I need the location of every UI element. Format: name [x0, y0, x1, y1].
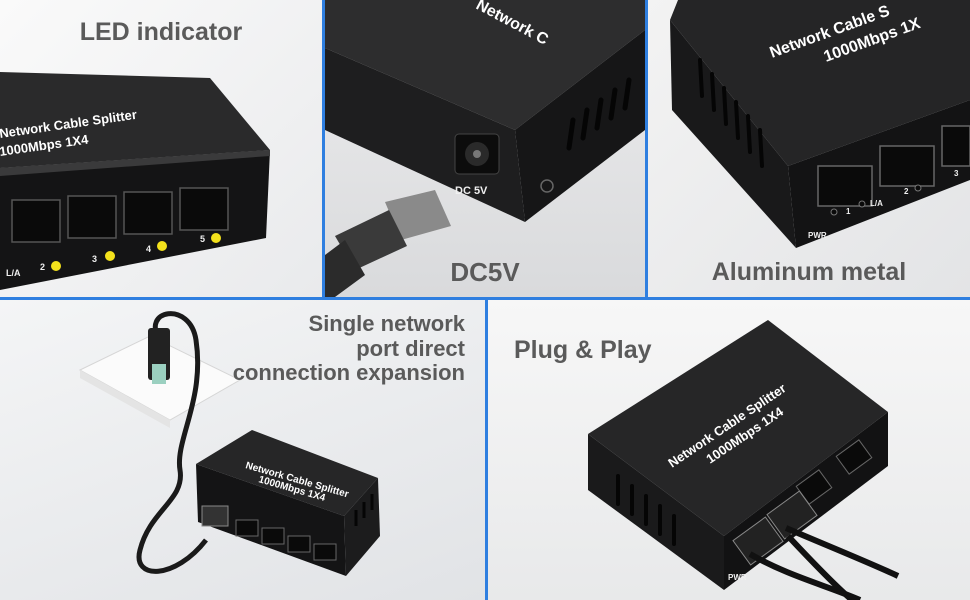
- port-label-la: L/A: [870, 199, 883, 208]
- panel-single-port-expansion: Network Cable Splitter 1000Mbps 1X4 Sing…: [0, 300, 485, 600]
- port-label-1: 1: [846, 207, 851, 216]
- switch-plugged-photo: Network Cable Splitter 1000Mbps 1X4 PWR: [588, 320, 900, 600]
- port-label-2: 2: [40, 262, 45, 272]
- screw-icon: [540, 179, 554, 193]
- led-light: [157, 241, 167, 251]
- caption-line: connection expansion: [232, 360, 465, 386]
- switch-angle-photo: Network Cable S 1000Mbps 1X PWR 1 L/A: [670, 0, 970, 248]
- led-light: [211, 233, 221, 243]
- panel-dc5v: Network C DC 5V: [325, 0, 645, 297]
- switch-with-cable-photo: Network Cable Splitter 1000Mbps 1X4: [78, 311, 380, 576]
- led-light: [105, 251, 115, 261]
- ethernet-ports: [817, 125, 970, 207]
- panel-plug-and-play: Plug & Play Network Cable Splitter 1000M…: [488, 300, 970, 600]
- ethernet-ports: [235, 519, 337, 561]
- panel-caption: Aluminum metal: [711, 258, 907, 286]
- port-label-3: 3: [954, 169, 959, 178]
- port-label-pwr: PWR: [808, 231, 827, 240]
- panel-caption: Plug & Play: [514, 336, 652, 364]
- vent-slots: [698, 58, 764, 168]
- switch-front-photo: Network Cable Splitter 1000Mbps 1X4 L/A …: [0, 72, 270, 290]
- led-light: [51, 261, 61, 271]
- power-jack-photo: Network C DC 5V: [325, 0, 645, 297]
- port-label-pwr: PWR: [728, 573, 747, 582]
- ethernet-cable: [136, 311, 208, 574]
- ethernet-ports: [11, 187, 229, 243]
- caption-line: port direct: [356, 335, 465, 361]
- port-label-2: 2: [904, 187, 909, 196]
- caption-line: Single network: [308, 311, 465, 336]
- vent-slots: [354, 494, 374, 526]
- panel-caption: DC5V: [450, 257, 520, 287]
- port-label-4: 4: [146, 244, 151, 254]
- rj45-plug: [201, 505, 229, 527]
- dc-power-plug: [325, 190, 451, 297]
- panel-led-indicator: LED indicator Network Cable Splitter 100…: [0, 0, 322, 297]
- port-label-5: 5: [200, 234, 205, 244]
- vent-slots: [616, 474, 676, 546]
- panel-caption: LED indicator: [79, 18, 243, 46]
- ethernet-cables: [732, 490, 900, 600]
- panel-caption: Single network port direct connection ex…: [165, 311, 465, 386]
- jack-label: DC 5V: [455, 185, 488, 197]
- panel-aluminum-metal: Network Cable S 1000Mbps 1X PWR 1 L/A: [648, 0, 970, 297]
- vent-slots: [566, 77, 632, 151]
- port-label-3: 3: [92, 254, 97, 264]
- port-label-la: L/A: [6, 268, 21, 278]
